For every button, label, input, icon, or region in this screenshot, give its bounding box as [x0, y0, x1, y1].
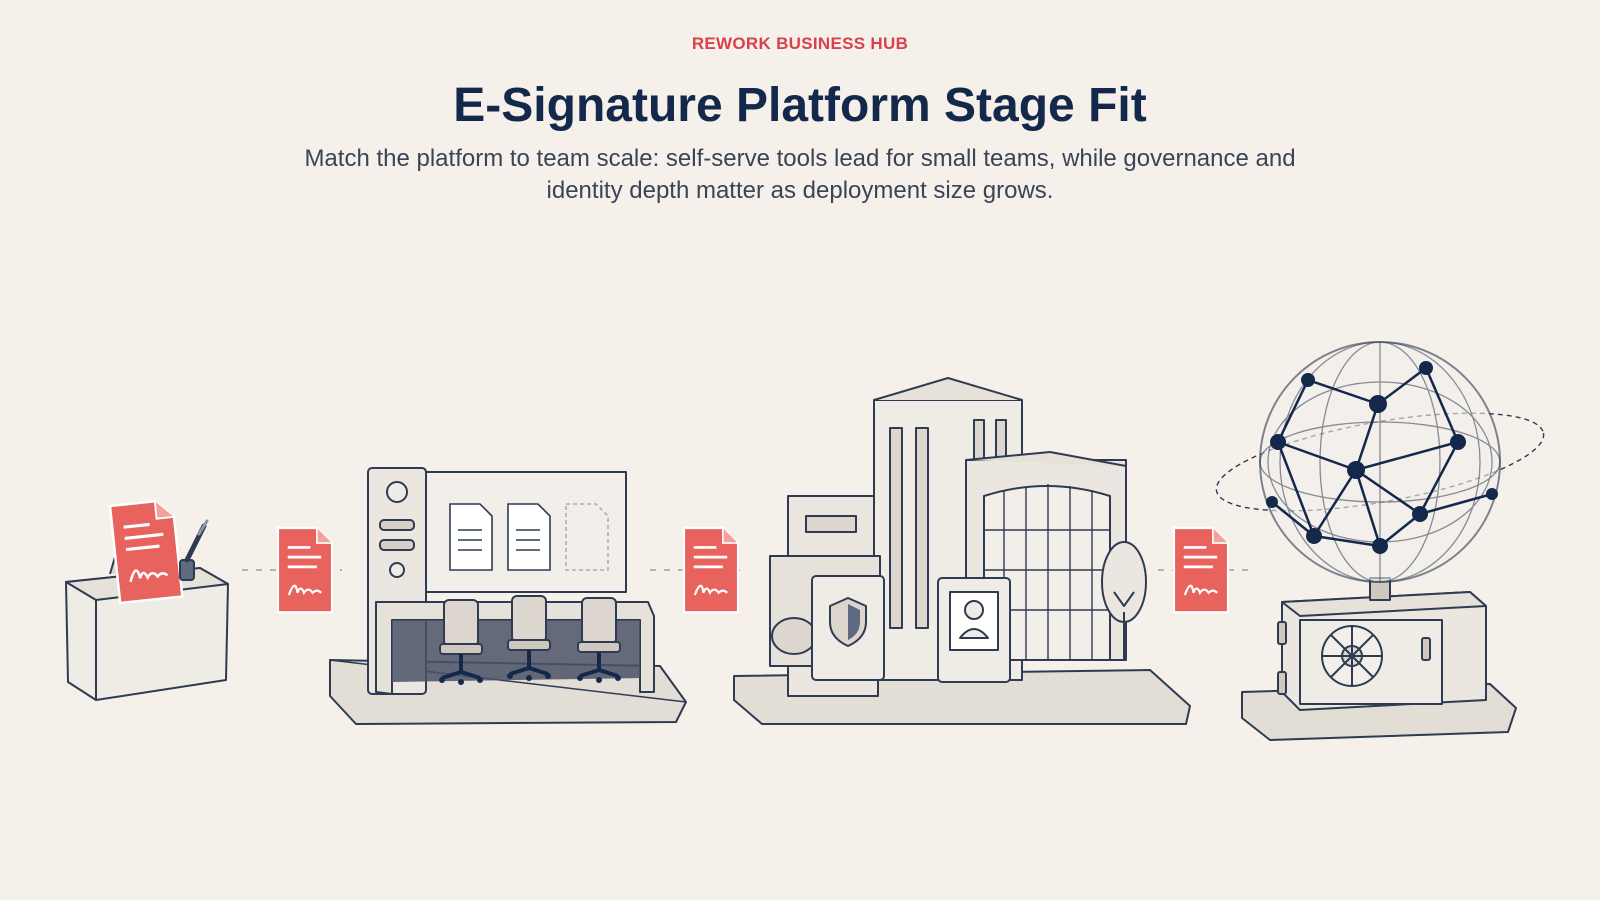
- signing-desk-icon: [65, 497, 229, 701]
- page-subtitle: Match the platform to team scale: self-s…: [304, 145, 1296, 204]
- signed-document-icon: [276, 526, 334, 614]
- eyebrow-label: REWORK BUSINESS HUB: [691, 34, 909, 53]
- signed-document-icon: [1172, 526, 1230, 614]
- team-office-icon: [329, 467, 687, 725]
- enterprise-campus-icon: [733, 377, 1191, 725]
- stage-illustration: [65, 341, 1545, 741]
- signed-document-icon: [682, 526, 740, 614]
- page-title: E-Signature Platform Stage Fit: [453, 79, 1147, 132]
- global-network-vault-icon: [1215, 341, 1545, 741]
